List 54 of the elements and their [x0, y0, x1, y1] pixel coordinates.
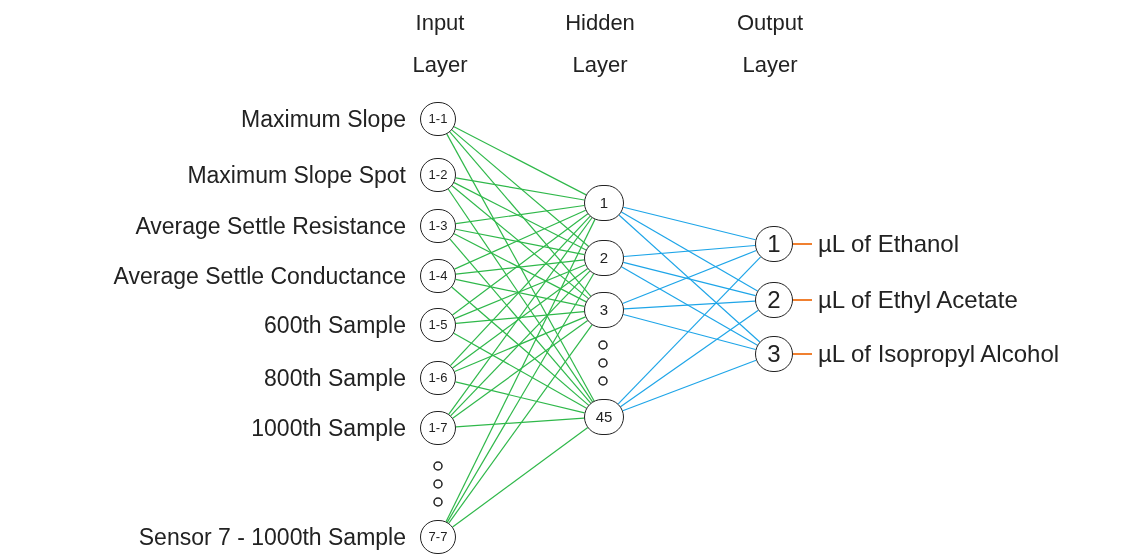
feature-label: Sensor 7 - 1000th Sample — [138, 523, 406, 552]
connection-line — [446, 272, 595, 523]
feature-label: 600th Sample — [264, 311, 406, 340]
connection-line — [447, 188, 594, 403]
feature-label: Average Settle Conductance — [113, 262, 406, 291]
connection-line — [451, 185, 590, 300]
connection-line — [620, 211, 759, 292]
feature-label: 800th Sample — [264, 364, 406, 393]
connection-line — [449, 131, 592, 297]
connection-line — [792, 353, 813, 355]
feature-label: Average Settle Resistance — [135, 212, 406, 241]
connection-line — [449, 270, 591, 417]
connection-line — [619, 309, 759, 408]
connection-line — [622, 206, 757, 241]
connection-line — [451, 213, 589, 316]
connection-line — [455, 177, 585, 201]
layer-heading: Hidden Layer — [564, 9, 636, 79]
connection-line — [622, 249, 757, 305]
connection-line — [455, 204, 585, 225]
connection-line — [455, 228, 585, 256]
connection-line — [453, 332, 588, 409]
output-label: µL of Ethyl Acetate — [818, 283, 1018, 317]
connection-line — [622, 261, 757, 297]
connection-line — [451, 129, 590, 248]
connection-line — [455, 259, 585, 275]
connection-line — [622, 359, 757, 412]
connection-line — [452, 319, 589, 419]
output-label: µL of Ethanol — [818, 227, 960, 261]
connection-line — [449, 238, 592, 404]
connection-line — [455, 311, 585, 325]
connection-line — [623, 244, 756, 258]
connection-line — [446, 133, 595, 402]
connection-line — [448, 323, 593, 524]
connection-line — [623, 300, 756, 310]
connection-line — [617, 256, 762, 405]
layer-heading: Output Layer — [735, 9, 804, 79]
connection-line — [451, 286, 590, 406]
connection-line — [455, 417, 585, 428]
connection-line — [449, 215, 591, 367]
connection-line — [620, 266, 759, 346]
connection-line — [448, 216, 593, 415]
feature-label: Maximum Slope — [241, 105, 406, 134]
connection-line — [454, 381, 586, 414]
connection-line — [452, 426, 589, 528]
connection-line — [622, 313, 757, 351]
connection-line — [455, 278, 585, 307]
feature-label: 1000th Sample — [251, 414, 406, 443]
feature-label: Maximum Slope Spot — [187, 161, 406, 190]
connection-line — [792, 299, 813, 301]
connection-line — [452, 267, 589, 369]
layer-heading: Input Layer — [411, 9, 469, 79]
connection-line — [618, 214, 761, 343]
connection-line — [792, 243, 813, 245]
output-label: µL of Isopropyl Alcohol — [818, 337, 1060, 371]
